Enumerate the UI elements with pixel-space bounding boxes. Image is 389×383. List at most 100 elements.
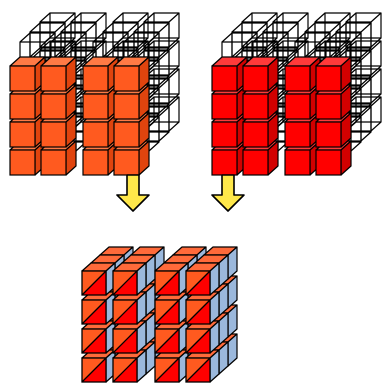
cube-front-face [315, 121, 342, 148]
wire-edge [287, 47, 299, 58]
cube [81, 291, 116, 325]
wire-edge [287, 50, 299, 61]
wire-edge [148, 85, 160, 96]
cube-front-face [284, 93, 311, 120]
wire-edge [127, 47, 139, 58]
cube [154, 262, 189, 296]
cube [81, 349, 116, 383]
wire-edge [360, 131, 372, 142]
wire-edge [360, 78, 372, 89]
cube-front-face [211, 121, 238, 148]
wire-edge [350, 88, 362, 99]
wire-edge [39, 12, 51, 23]
wire-edge [314, 12, 326, 23]
wire-edge [158, 22, 170, 33]
cube-front-diagonal [81, 299, 107, 325]
wire-edge [360, 50, 372, 61]
cube-front-outline [185, 299, 211, 325]
wire-back [241, 22, 268, 49]
cube-front-face [40, 93, 67, 120]
merged-cube-block [81, 246, 238, 383]
cube-front-face [9, 149, 36, 176]
wire-edge [370, 68, 382, 79]
wire-edge [360, 47, 372, 58]
wire-back [355, 12, 382, 39]
cube [82, 56, 119, 92]
cube-front-outline [81, 328, 107, 354]
cube-front-diagonal [154, 328, 180, 354]
wire-edge [148, 57, 160, 68]
wire-edge [92, 32, 104, 43]
wire-edge [277, 57, 289, 68]
wire-edge [294, 32, 306, 43]
wire-edge [143, 12, 155, 23]
cube-front-face [9, 121, 36, 148]
cube-front-diagonal [185, 328, 211, 354]
cube [81, 262, 116, 296]
cube-front-face [113, 149, 140, 176]
cube-front-outline [154, 270, 180, 296]
wire-edge [168, 68, 180, 79]
wire-edge [70, 12, 82, 23]
wire-back [355, 68, 382, 95]
cube-front-face [242, 149, 269, 176]
wire-edge [148, 113, 160, 124]
cube-front-outline [81, 299, 107, 325]
wire-back [355, 40, 382, 67]
wire-edge [85, 50, 97, 61]
cube [242, 112, 279, 148]
wire-edge [148, 141, 160, 152]
wire-back [153, 40, 180, 67]
cube-front-face [284, 121, 311, 148]
arrow-group [116, 174, 245, 212]
wire-edge [277, 60, 289, 71]
wire-edge [360, 103, 372, 114]
wire-edge [168, 121, 180, 132]
wire-back [39, 22, 66, 49]
cube-front-diagonal [154, 270, 180, 296]
wire-edge [158, 47, 170, 58]
cube-front-diagonal [112, 357, 138, 383]
cube-front-face [40, 121, 67, 148]
wire-edge [256, 47, 268, 58]
wire-edge [350, 116, 362, 127]
cube [154, 320, 189, 354]
wire-edge [350, 113, 362, 124]
cube-front-face [113, 121, 140, 148]
cube-front-face [82, 65, 109, 92]
wire-edge [75, 57, 87, 68]
cube-front-outline [112, 357, 138, 383]
wire-edge [370, 37, 382, 48]
cube-front-diagonal [112, 328, 138, 354]
wire-edge [350, 32, 362, 43]
wire-edge [252, 32, 264, 43]
cube-front-face [211, 93, 238, 120]
cube-front-outline [154, 357, 180, 383]
cube-front-diagonal [112, 299, 138, 325]
wire-edge [158, 131, 170, 142]
wire-edge [256, 22, 268, 33]
cube-front-face [40, 149, 67, 176]
wire-edge [329, 47, 341, 58]
wire-edge [168, 93, 180, 104]
cube [242, 84, 279, 120]
wire-edge [168, 12, 180, 23]
cube [112, 291, 147, 325]
cube [154, 291, 189, 325]
cube [315, 56, 352, 92]
wire-edge [325, 32, 337, 43]
wire-back [314, 22, 341, 49]
cube [113, 56, 150, 92]
cube-front-face [82, 121, 109, 148]
cube-front-face [113, 65, 140, 92]
wire-edge [370, 93, 382, 104]
wire-edge [168, 96, 180, 107]
cube-front-diagonal [81, 270, 107, 296]
wire-back [324, 12, 351, 39]
wire-edge [370, 121, 382, 132]
wire-edge [102, 47, 114, 58]
cube-front-face [242, 93, 269, 120]
wire-edge [360, 75, 372, 86]
wire-edge [168, 37, 180, 48]
cube-front-face [9, 65, 36, 92]
